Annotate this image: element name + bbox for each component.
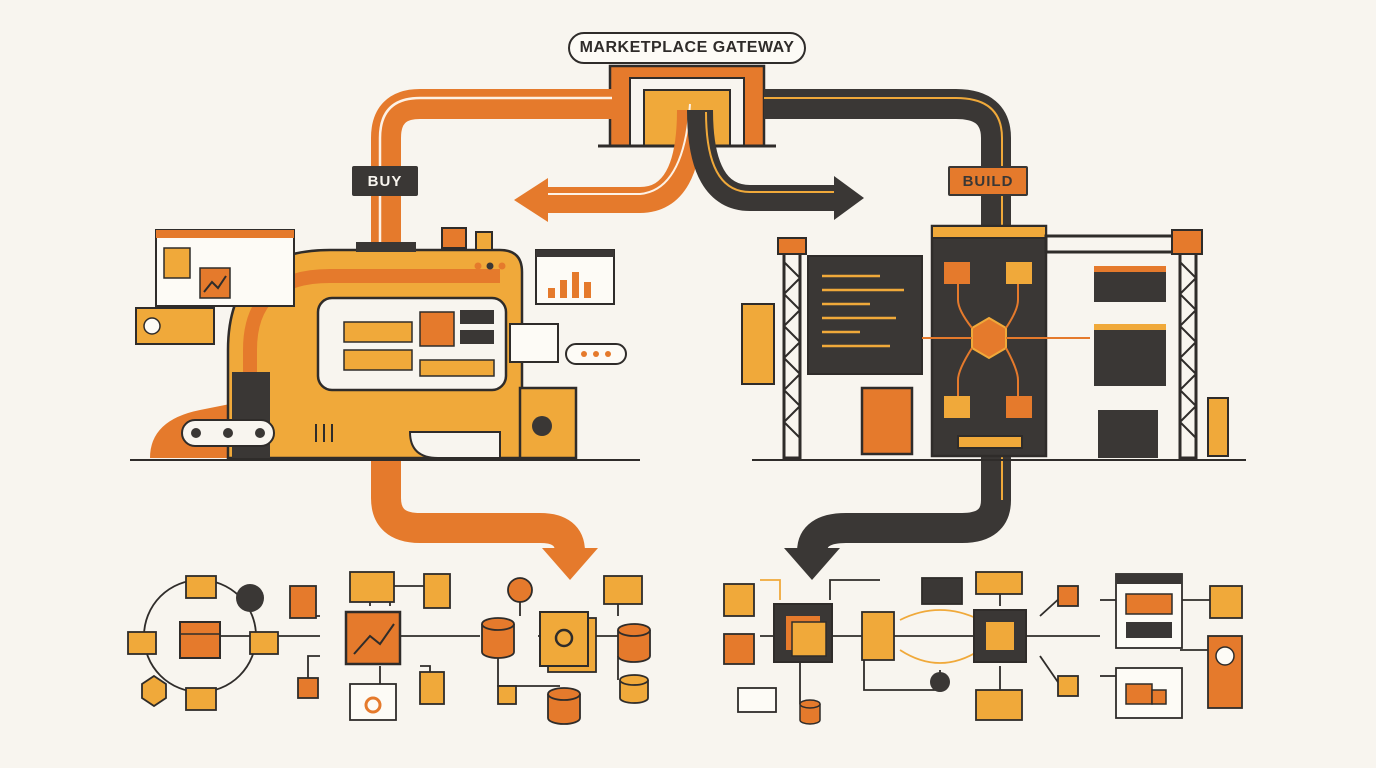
- buy-label: BUY: [352, 166, 418, 196]
- build-label: BUILD: [948, 166, 1028, 196]
- marketplace-gateway-label: MARKETPLACE GATEWAY: [568, 32, 806, 64]
- build-workshop: [741, 224, 1246, 461]
- buy-side-cards: [135, 229, 627, 365]
- build-network: [723, 571, 1243, 725]
- buy-machine: [130, 227, 640, 461]
- build-pipe: [687, 89, 1011, 580]
- buy-network: [127, 571, 651, 725]
